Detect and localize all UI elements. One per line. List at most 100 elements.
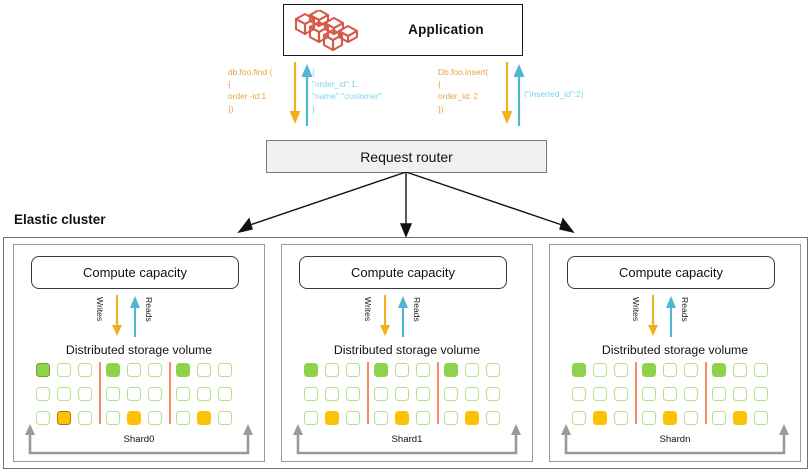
right-response-text: ("inserted_id":2) <box>524 89 584 99</box>
storage-cell <box>78 411 92 425</box>
storage-volume-label-1: Distributed storage volume <box>333 343 481 357</box>
storage-cell <box>197 387 211 401</box>
right-query-text: Db.foo.insert( { order_id: 2 }) <box>438 67 489 114</box>
storage-cell <box>593 411 607 425</box>
storage-cell <box>416 363 430 377</box>
storage-cell <box>733 387 747 401</box>
storage-cell <box>218 411 232 425</box>
cell-group-0-1 <box>106 363 166 425</box>
right-reads-up-arrow <box>512 62 526 131</box>
storage-cell <box>754 387 768 401</box>
request-router-box: Request router <box>266 140 547 173</box>
storage-cell <box>733 363 747 377</box>
storage-cell <box>304 387 318 401</box>
storage-cell <box>642 411 656 425</box>
right-writes-down-arrow <box>500 62 514 131</box>
shard-label-0: Shard0 <box>123 434 155 445</box>
writes-label-0: Writes <box>95 297 105 322</box>
cell-group-2-1 <box>642 363 702 425</box>
storage-cell <box>663 411 677 425</box>
storage-cell <box>148 387 162 401</box>
shard-label-1: Shard1 <box>391 434 423 445</box>
storage-volume-label-2: Distributed storage volume <box>601 343 749 357</box>
storage-cell <box>444 363 458 377</box>
storage-cell <box>218 363 232 377</box>
writes-reads-group-1: Writes Reads <box>363 295 444 337</box>
storage-cell <box>572 411 586 425</box>
storage-cell <box>304 411 318 425</box>
request-router-label: Request router <box>360 148 453 165</box>
storage-cell <box>148 411 162 425</box>
storage-cell <box>127 387 141 401</box>
storage-cell <box>684 363 698 377</box>
storage-cell <box>663 363 677 377</box>
cell-group-0-2 <box>176 363 236 425</box>
storage-cell <box>346 363 360 377</box>
storage-cell <box>395 411 409 425</box>
storage-cell <box>663 387 677 401</box>
storage-cell-grid-1 <box>304 362 504 425</box>
storage-cell <box>486 363 500 377</box>
cell-group-divider <box>705 362 707 424</box>
storage-cell <box>106 363 120 377</box>
storage-cell <box>325 387 339 401</box>
storage-cell <box>218 387 232 401</box>
storage-cell <box>304 363 318 377</box>
reads-label-0: Reads <box>144 297 154 322</box>
storage-cell <box>78 387 92 401</box>
storage-cell <box>78 363 92 377</box>
storage-cell <box>712 411 726 425</box>
storage-cell <box>36 387 50 401</box>
storage-cell <box>176 387 190 401</box>
storage-cell <box>395 363 409 377</box>
left-reads-up-arrow <box>300 62 314 131</box>
compute-capacity-label-1: Compute capacity <box>350 265 456 280</box>
storage-cell <box>57 363 71 377</box>
storage-cell <box>572 363 586 377</box>
storage-cell <box>642 363 656 377</box>
storage-cell <box>614 411 628 425</box>
cubes-icon <box>294 8 368 52</box>
storage-cell <box>444 411 458 425</box>
storage-cell <box>733 411 747 425</box>
storage-cell <box>36 411 50 425</box>
elastic-cluster-title: Elastic cluster <box>14 212 106 227</box>
cell-group-2-2 <box>712 363 772 425</box>
cell-group-divider <box>437 362 439 424</box>
storage-cell <box>712 363 726 377</box>
cell-group-1-2 <box>444 363 504 425</box>
storage-cell <box>395 387 409 401</box>
left-query-text: db.foo.find ( { order -id:1 }) <box>228 67 273 114</box>
compute-capacity-box-0: Compute capacity <box>31 256 239 289</box>
storage-cell <box>465 411 479 425</box>
storage-cell <box>465 363 479 377</box>
left-response-text: { "order_id":1, "name":"customer" } <box>312 67 382 114</box>
storage-cell <box>176 363 190 377</box>
storage-cell <box>593 363 607 377</box>
storage-cell <box>486 411 500 425</box>
storage-cell <box>346 411 360 425</box>
storage-cell <box>614 387 628 401</box>
storage-cell <box>106 387 120 401</box>
shard-label-2: Shardn <box>659 434 691 445</box>
storage-cell <box>754 411 768 425</box>
writes-label-1: Writes <box>363 297 373 322</box>
storage-cell <box>593 387 607 401</box>
cell-group-divider <box>169 362 171 424</box>
storage-cell <box>325 363 339 377</box>
reads-label-2: Reads <box>680 297 690 322</box>
cell-group-divider <box>99 362 101 424</box>
shard-bracket-2 <box>560 424 790 461</box>
compute-capacity-label-2: Compute capacity <box>618 265 724 280</box>
shard-bracket-1 <box>292 424 522 461</box>
storage-cell <box>197 363 211 377</box>
storage-cell <box>148 363 162 377</box>
storage-cell <box>106 411 120 425</box>
storage-volume-label-0: Distributed storage volume <box>65 343 213 357</box>
cell-group-0-0 <box>36 363 96 425</box>
cell-group-divider <box>635 362 637 424</box>
writes-reads-group-2: Writes Reads <box>631 295 712 337</box>
storage-cell <box>712 387 726 401</box>
storage-cell <box>444 387 458 401</box>
application-box: Application <box>283 4 523 56</box>
